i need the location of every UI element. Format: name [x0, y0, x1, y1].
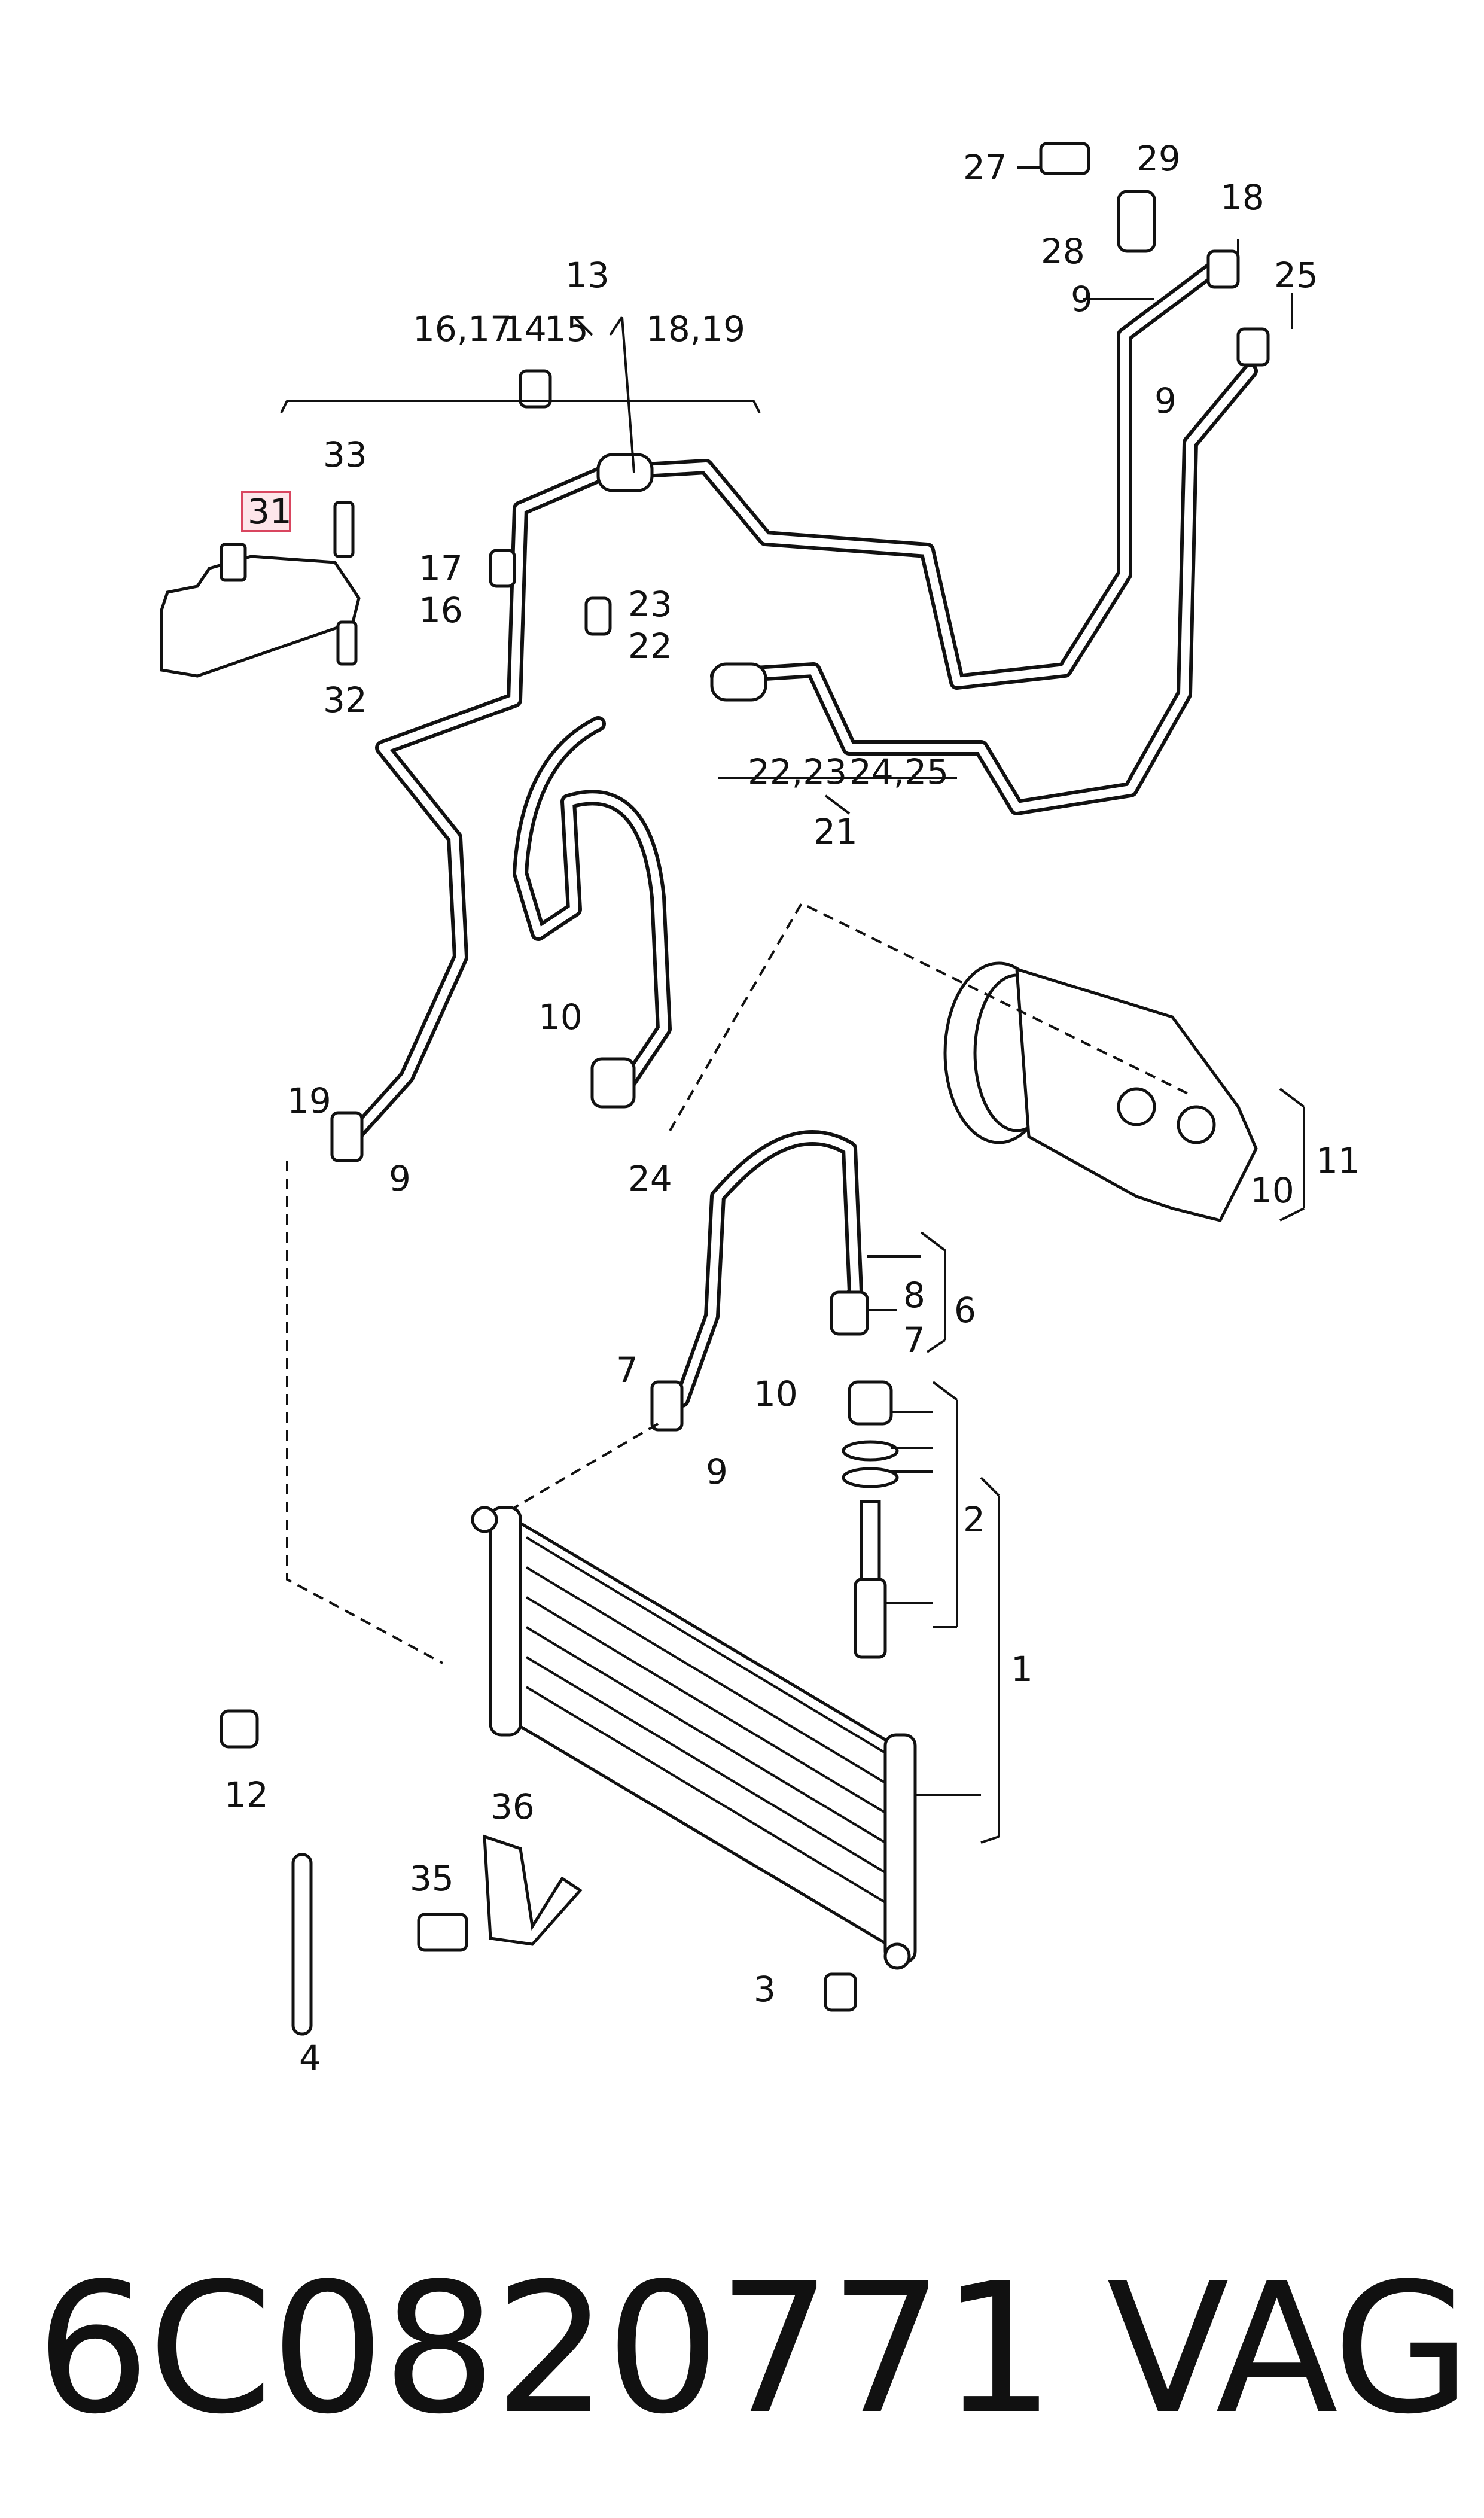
receiver-drier	[842, 1380, 899, 1659]
callout-14: 14	[502, 309, 547, 349]
callout-9-d: 9	[706, 1451, 728, 1492]
leader-lines	[280, 166, 1305, 1844]
callout-22: 22	[628, 626, 672, 666]
callout-17: 17	[419, 548, 463, 589]
callout-1: 1	[1011, 1649, 1033, 1689]
callout-3: 3	[754, 1969, 776, 2009]
callout-12: 12	[224, 1774, 269, 1815]
callout-15: 15	[544, 309, 589, 349]
brand-name: VAG	[1107, 2245, 1469, 2453]
callout-22-23: 22,23	[748, 751, 847, 792]
callout-31: 31	[248, 491, 292, 532]
callout-35: 35	[410, 1858, 454, 1899]
callout-27: 27	[963, 147, 1007, 188]
callout-11: 11	[1316, 1140, 1360, 1181]
callout-18-19: 18,19	[646, 309, 745, 349]
callout-13: 13	[565, 255, 610, 296]
callout-23: 23	[628, 584, 672, 625]
callout-19: 19	[287, 1080, 331, 1121]
callout-25: 25	[1274, 255, 1318, 296]
callout-32: 32	[323, 680, 367, 720]
callout-9-b: 9	[1154, 380, 1177, 421]
compressor	[943, 961, 1258, 1222]
part-number: 6C0820771	[36, 2245, 1053, 2453]
callout-8: 8	[903, 1275, 925, 1316]
callout-18: 18	[1220, 177, 1264, 218]
callout-6: 6	[954, 1290, 976, 1330]
callout-16-17: 16,17	[413, 309, 512, 349]
callout-24: 24	[628, 1158, 672, 1199]
callout-16: 16	[419, 590, 463, 631]
callout-36: 36	[490, 1786, 535, 1827]
bracket-31	[160, 501, 361, 678]
callout-2: 2	[963, 1499, 985, 1540]
callout-4: 4	[299, 2038, 321, 2078]
dashed-leaders	[286, 902, 1191, 1664]
callout-7-b: 7	[616, 1350, 638, 1390]
callout-9-c: 9	[389, 1158, 411, 1199]
callout-29: 29	[1136, 138, 1181, 179]
highlighted-callout-box	[241, 491, 291, 532]
callout-10-a: 10	[538, 997, 583, 1037]
callout-24-25: 24,25	[849, 751, 949, 792]
callout-21: 21	[813, 811, 858, 852]
callout-9-a: 9	[1071, 279, 1093, 319]
callout-7-a: 7	[903, 1320, 925, 1360]
callout-10-b: 10	[1250, 1170, 1294, 1211]
fittings	[220, 142, 1270, 2036]
callout-28: 28	[1041, 231, 1085, 272]
refrigerant-lines	[345, 255, 1258, 1408]
condenser	[471, 1506, 917, 1970]
callout-10-c: 10	[754, 1374, 798, 1414]
callout-33: 33	[323, 434, 367, 475]
callout-labels: 13 16,17 14 15 18,19 27 29 28 18 9 25 9 …	[224, 138, 1360, 2078]
